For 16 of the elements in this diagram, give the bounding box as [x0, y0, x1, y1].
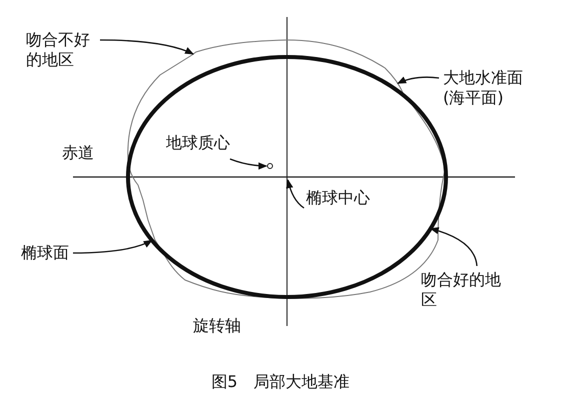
axis-label: 旋转轴 [193, 316, 241, 336]
leader-arrow [73, 240, 153, 254]
leader-arrow [100, 39, 194, 55]
callout-text: 椭球面 [21, 243, 69, 263]
axis-label: 赤道 [62, 143, 94, 163]
leader-arrow [286, 179, 304, 209]
callout-text: 地球质心 [166, 133, 230, 153]
figure-caption: 图5 局部大地基准 [210, 372, 351, 392]
callout-text: 吻合好的地区 [421, 270, 507, 310]
callout-text: 大地水准面(海平面) [443, 68, 529, 108]
leader-arrow [430, 227, 478, 266]
center-dot [267, 163, 273, 169]
leader-arrow [397, 76, 440, 84]
callout-text: 椭球中心 [306, 188, 370, 208]
callout-text: 吻合不好的地区 [26, 30, 96, 70]
leader-arrow [230, 158, 268, 170]
